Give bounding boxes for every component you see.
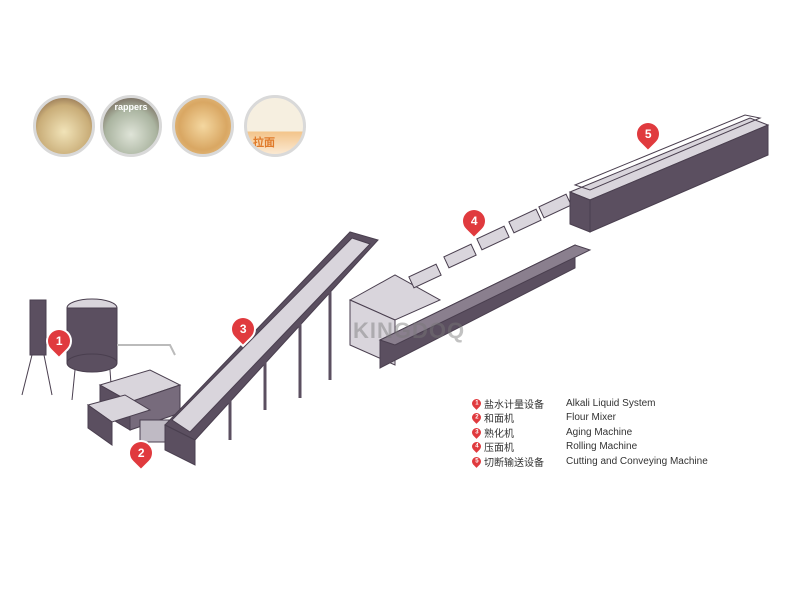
photo-fresh-noodles (33, 95, 95, 157)
photo-wrappers: rappers (100, 95, 162, 157)
cutting-conveying-machine (568, 114, 770, 233)
aging-machine (164, 231, 379, 466)
photo-packaged-noodles: 拉面 (244, 95, 306, 157)
watermark: KINGDOQ (353, 318, 466, 343)
alkali-liquid-system (21, 298, 176, 401)
rolling-machine (348, 193, 592, 369)
photo-yellow-noodles (172, 95, 234, 157)
